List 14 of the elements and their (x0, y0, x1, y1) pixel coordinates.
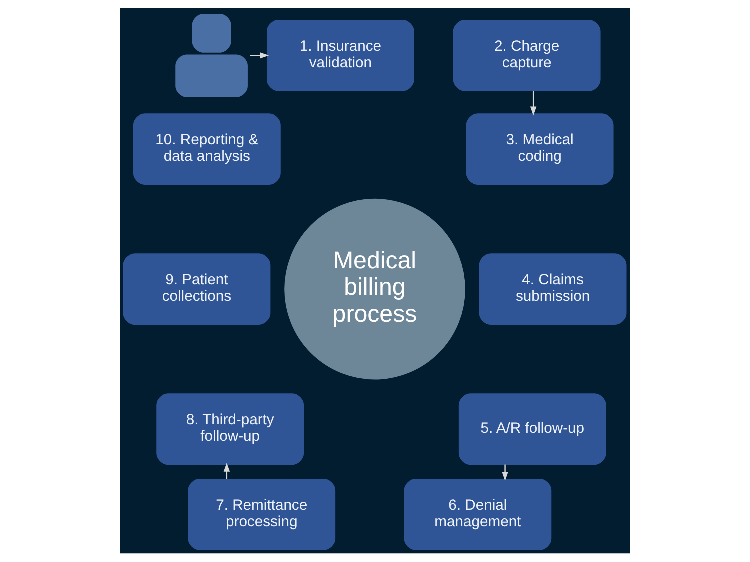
node-box: 3. Medical coding (466, 114, 614, 186)
node-box: 8. Third-party follow-up (156, 394, 304, 466)
node-box: 10. Reporting & data analysis (133, 114, 281, 186)
node-box: 6. Denial management (404, 478, 552, 550)
node-box: 4. Claims submission (479, 254, 627, 326)
node-box: 7. Remittance processing (188, 478, 336, 550)
arrow (502, 464, 508, 482)
node-box: 1. Insurance validation (266, 20, 414, 92)
node-box: 5. A/R follow-up (458, 394, 606, 466)
arrow (530, 91, 537, 116)
arrow (250, 52, 270, 59)
node-box: 2. Charge capture (453, 20, 601, 92)
node-circle: Medical billing process (284, 198, 466, 380)
node-box: 9. Patient collections (123, 254, 271, 326)
